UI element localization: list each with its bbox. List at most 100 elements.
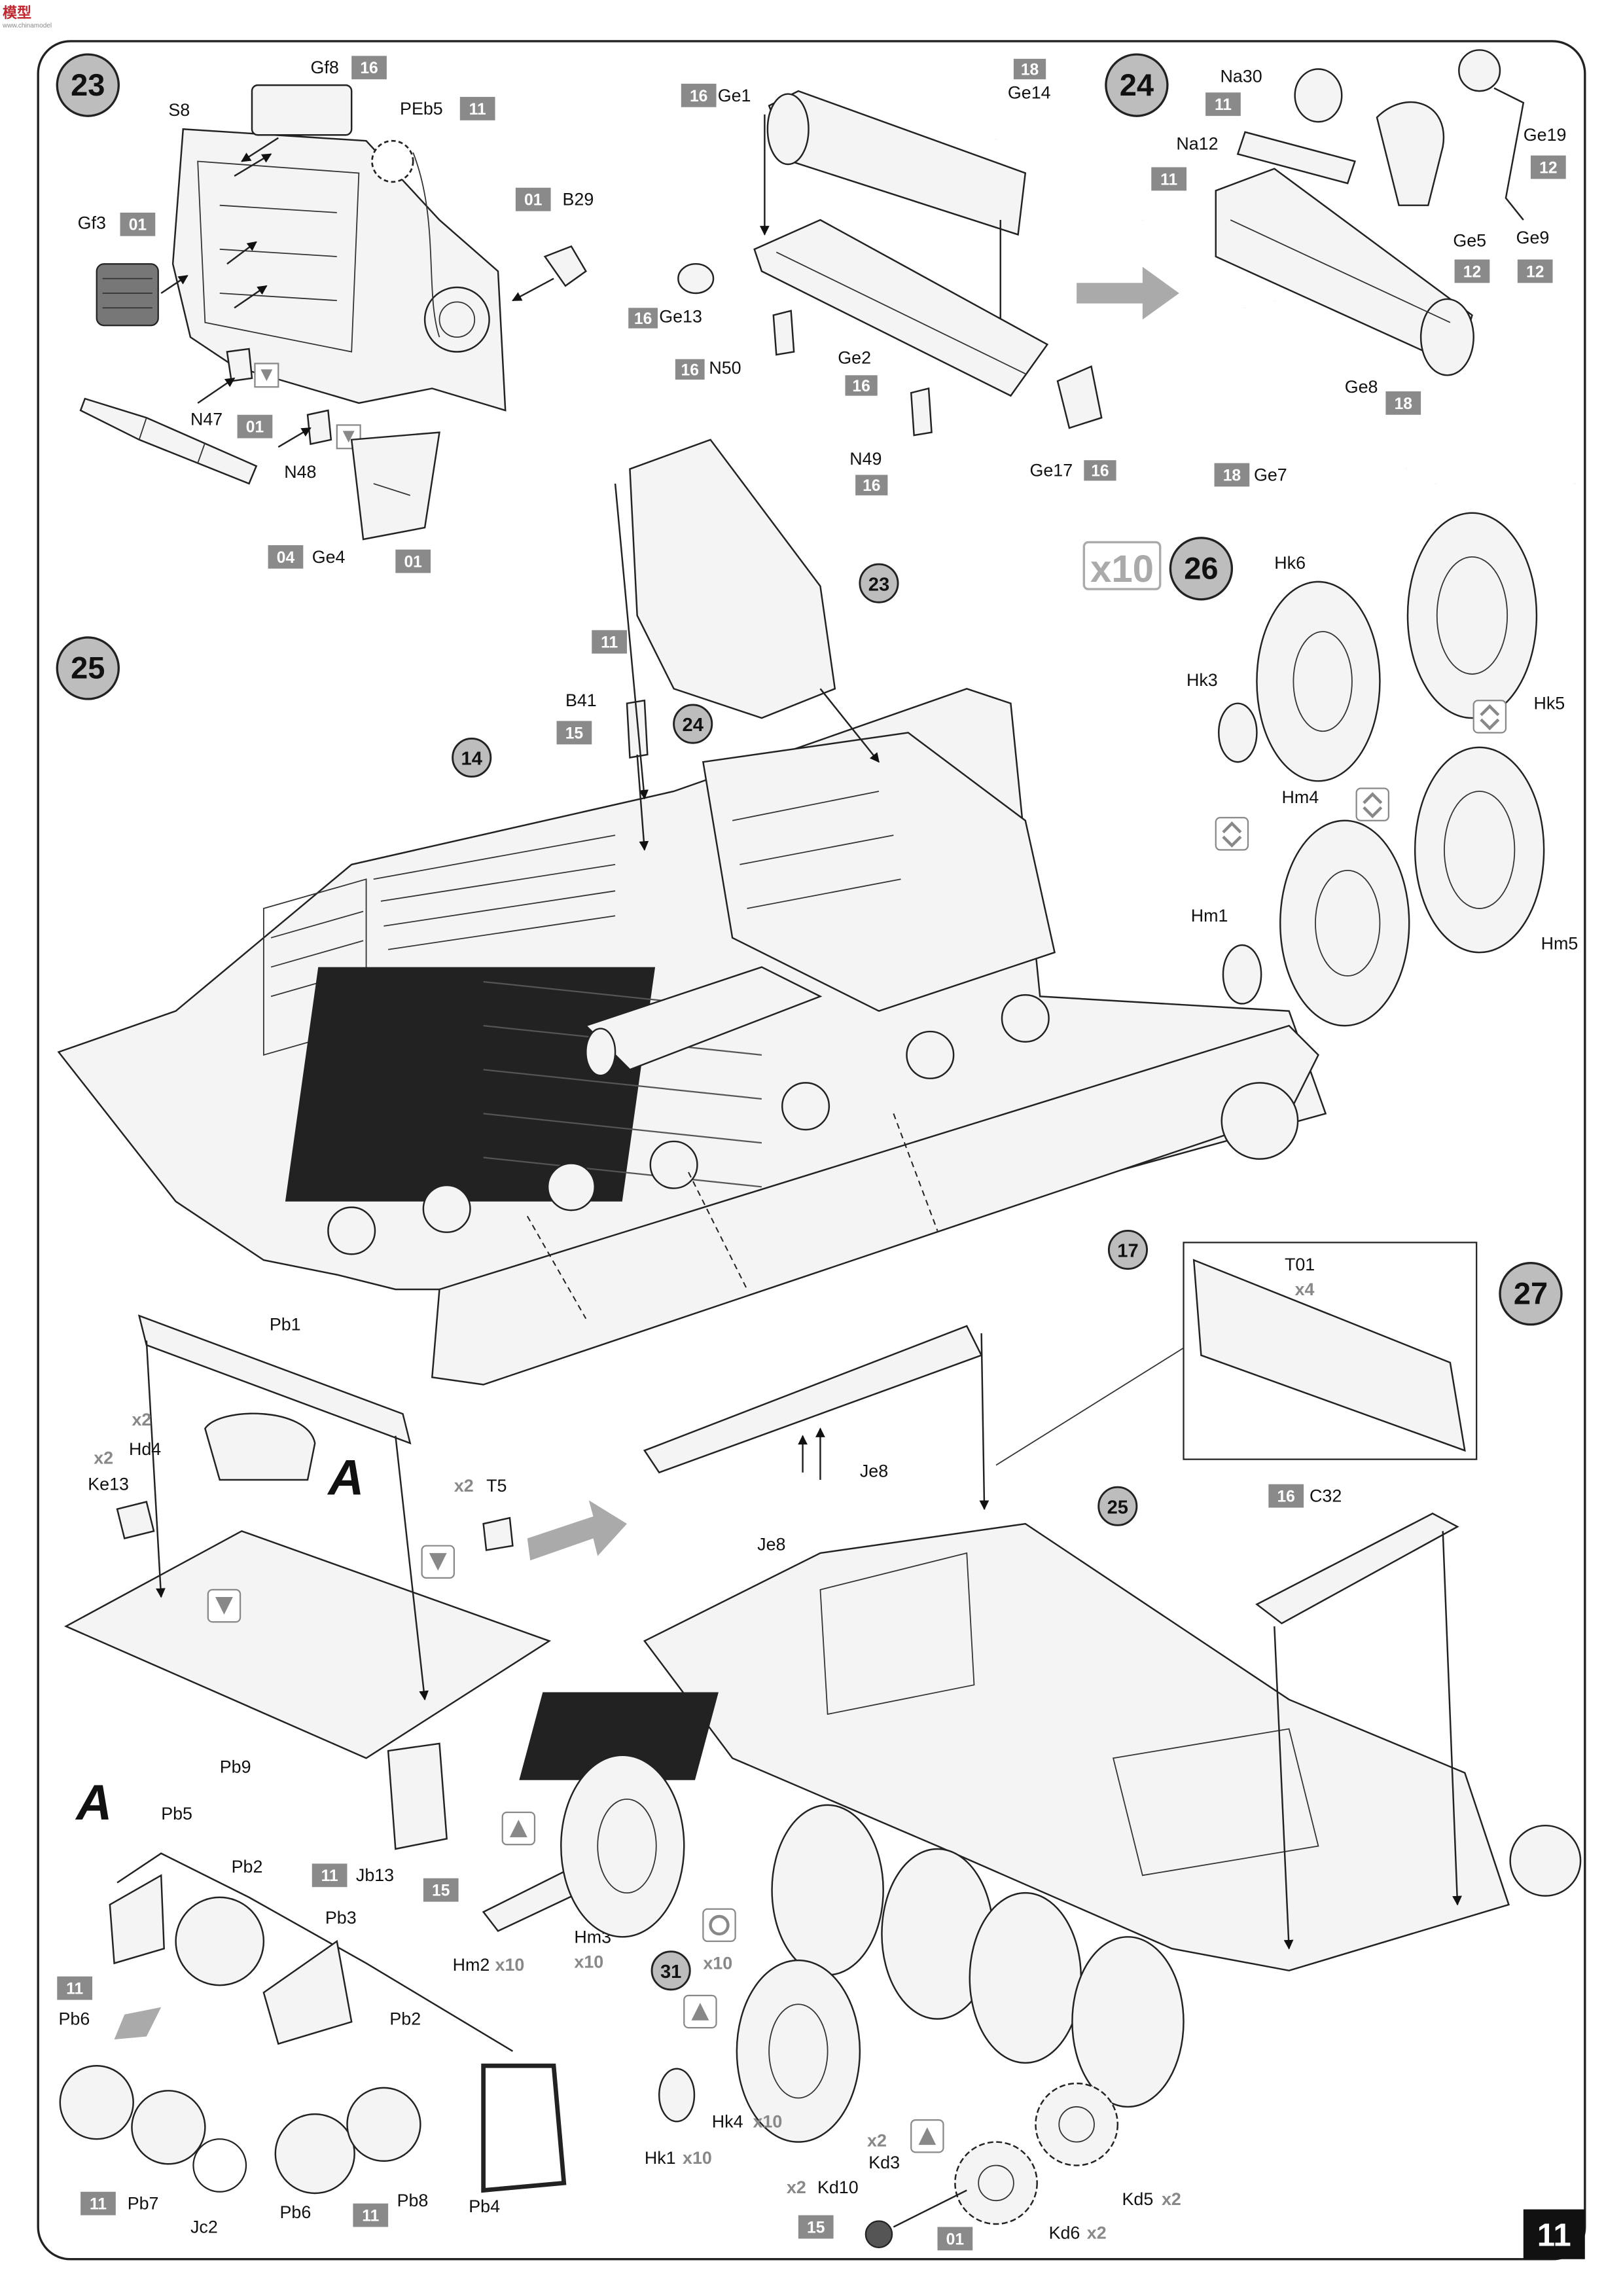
suspension-hub: [1001, 994, 1050, 1043]
paint-code: 11: [469, 101, 486, 118]
suspension-hub: [649, 1140, 698, 1189]
label-pb7: Pb7: [128, 2194, 159, 2214]
part-pb1: [137, 1314, 412, 1444]
step-number-badge: [56, 636, 120, 700]
drive-sprocket-kd6: [954, 2141, 1038, 2225]
road-wheel-hk: [736, 1959, 861, 2143]
part-pb9: [63, 1530, 552, 1759]
part-n48: [306, 409, 332, 446]
part-pb8: [346, 2087, 421, 2162]
label-ge5: Ge5: [1453, 230, 1486, 250]
part-n47: [226, 348, 253, 382]
label-t5: T5: [486, 1476, 507, 1496]
reference-step-25: 25: [1107, 1497, 1128, 1518]
label-b29: B29: [562, 190, 594, 209]
label-gf3: Gf3: [78, 213, 106, 232]
drive-sprocket-kd5: [1035, 2082, 1119, 2166]
label-je8-upper: Je8: [860, 1461, 888, 1480]
quantity-box: [1082, 541, 1162, 590]
label-hm5: Hm5: [1541, 934, 1578, 954]
step-number-badge: [1105, 53, 1169, 117]
paint-code: 12: [1539, 159, 1557, 177]
step-number: 24: [1120, 67, 1154, 102]
paint-code: 11: [321, 1867, 338, 1885]
road-wheel-pair: [560, 1754, 685, 1938]
reference-step-17: 17: [1117, 1241, 1138, 1262]
label-hk4: Hk4: [712, 2111, 743, 2131]
label-hk6: Hk6: [1274, 553, 1306, 573]
fan-part: [423, 286, 490, 353]
label-kd5: Kd5: [1122, 2189, 1154, 2209]
quantity-multiplier: x2: [94, 1448, 113, 1467]
paint-code: 04: [277, 549, 295, 567]
road-wheel-hk5: [1406, 512, 1538, 719]
label-n48: N48: [284, 462, 316, 482]
label-je8-lower: Je8: [757, 1534, 785, 1554]
suspension-hub: [422, 1184, 471, 1233]
road-wheel-hk6: [1256, 581, 1381, 782]
label-b41: B41: [565, 691, 597, 710]
quantity-multiplier: x10: [495, 1955, 525, 1975]
page-number: 11: [1537, 2217, 1571, 2253]
step-number-badge: [1169, 537, 1234, 601]
label-hk1: Hk1: [645, 2148, 676, 2168]
quantity-multiplier: x2: [454, 1476, 474, 1496]
part-peb5: [371, 139, 414, 183]
label-ge8: Ge8: [1345, 377, 1378, 397]
step-27-panel: 27 T01 x4 Pb1 Pb9 A x2 Hd4 x2 Ke13 x2 T5…: [63, 1242, 1582, 2108]
paint-code: 01: [246, 419, 264, 437]
paint-code: 12: [1526, 263, 1544, 281]
paint-code: 11: [90, 2196, 107, 2214]
paint-code: 11: [1160, 171, 1177, 188]
quantity-multiplier: x10: [683, 2148, 712, 2168]
road-wheel: [771, 1804, 884, 1976]
label-hk3: Hk3: [1186, 670, 1218, 690]
bulkhead-part-s8: [171, 128, 507, 412]
quantity-multiplier: x2: [1087, 2223, 1107, 2242]
label-n50: N50: [709, 358, 741, 378]
part-gf3: [96, 263, 159, 327]
floor-plate-grid: [519, 1692, 719, 1780]
label-pb6-right: Pb6: [280, 2202, 312, 2222]
rotate-icon: [702, 1908, 736, 1943]
quantity-multiplier: x4: [1295, 1280, 1315, 1299]
part-ge19: [1458, 49, 1501, 92]
paint-code: 16: [634, 310, 652, 328]
part-hk1: [658, 2068, 696, 2123]
subassembly-a-title: A: [75, 1775, 112, 1831]
label-ge14: Ge14: [1008, 82, 1051, 102]
align-icon: [1215, 817, 1249, 851]
label-ge19: Ge19: [1524, 125, 1567, 145]
paint-code: 01: [524, 192, 542, 209]
label-pb5: Pb5: [161, 1804, 192, 1823]
paint-code: 15: [432, 1882, 450, 1900]
reference-step-14: 14: [461, 749, 483, 770]
reference-step-31: 31: [660, 1962, 681, 1982]
quantity-multiplier: x10: [1090, 548, 1154, 590]
label-ge7: Ge7: [1254, 465, 1287, 484]
road-wheel: [1071, 1936, 1185, 2108]
paint-code: 16: [681, 361, 699, 379]
suspension-hub: [546, 1162, 596, 1211]
part-b41: [626, 699, 649, 759]
front-glacis-plate: [643, 1325, 983, 1474]
part-c32: [1255, 1513, 1459, 1624]
hub-cap-hm1: [1222, 944, 1262, 1005]
part-ge4: [350, 431, 440, 541]
final-drive-housing: [1221, 1082, 1299, 1160]
paint-code: 16: [863, 477, 880, 495]
label-pb8: Pb8: [397, 2191, 429, 2210]
paint-code: 01: [946, 2231, 964, 2248]
label-na12: Na12: [1176, 134, 1218, 154]
part-ke13: [116, 1501, 155, 1539]
label-n47: N47: [190, 409, 223, 429]
part-kd10: [865, 2220, 893, 2248]
paint-code: 18: [1021, 61, 1039, 79]
label-n49: N49: [849, 449, 882, 469]
part-ge17: [1056, 365, 1103, 429]
paint-code: 15: [565, 725, 583, 742]
step-24-panel: 24 Na30 11 Na12 11 Ge19 12 Ge5 12 Ge9 12…: [1105, 49, 1577, 487]
suspension-hub: [781, 1082, 830, 1131]
